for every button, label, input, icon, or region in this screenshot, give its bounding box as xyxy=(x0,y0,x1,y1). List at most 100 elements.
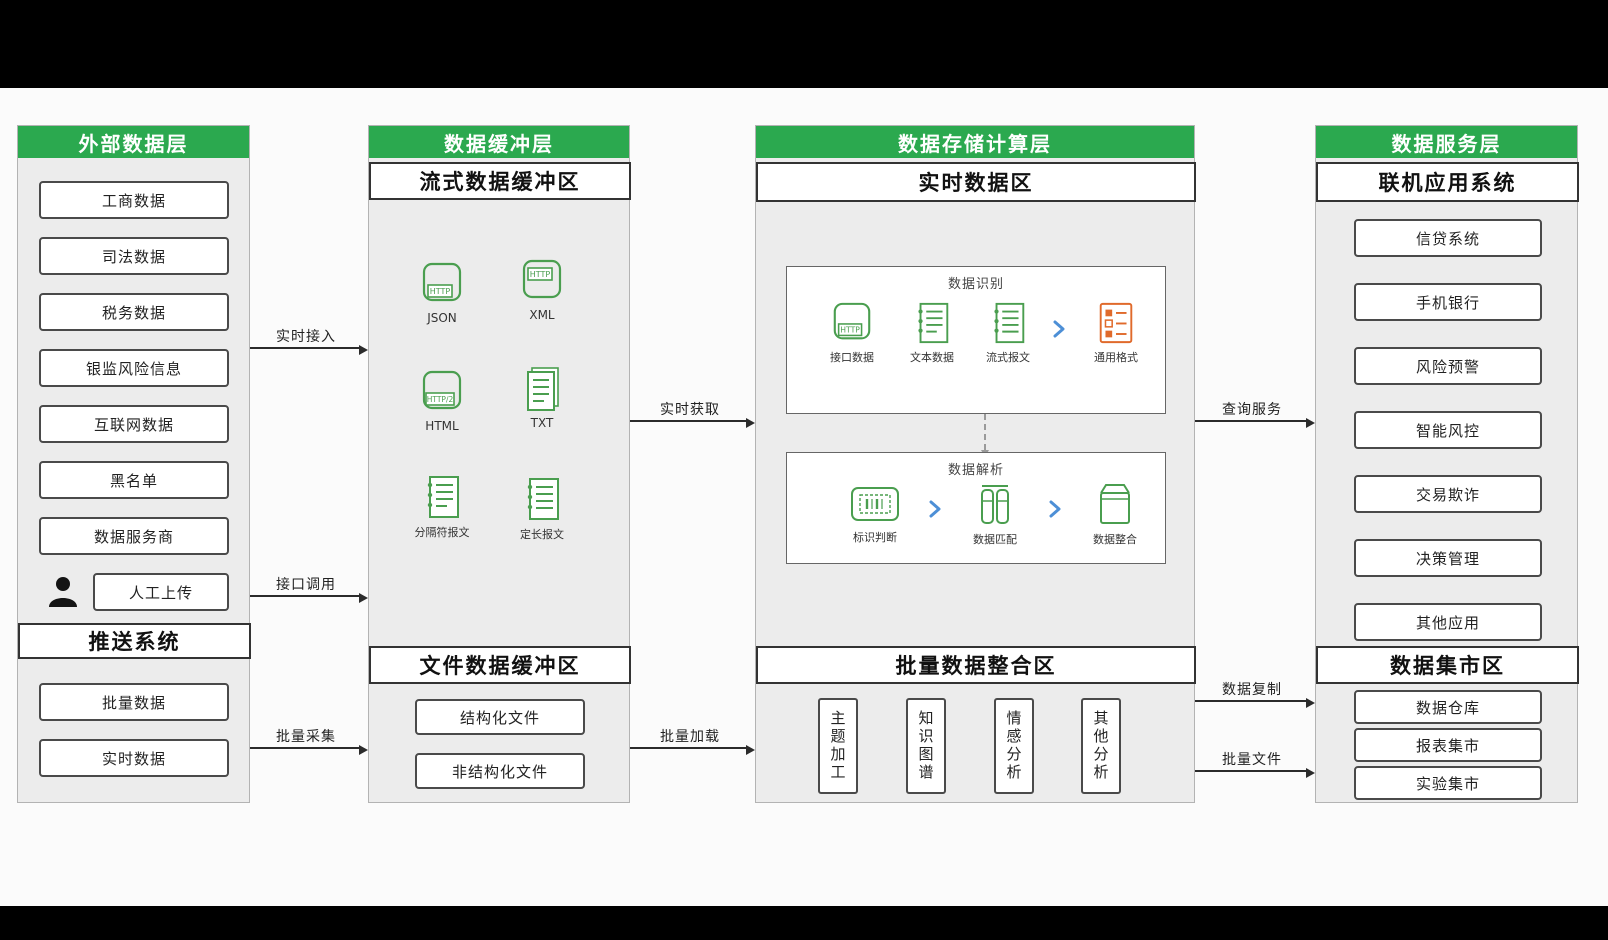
document-icon xyxy=(994,302,1025,344)
document-icon xyxy=(427,476,459,518)
stream-icon-fixed-length: 定长报文 xyxy=(497,476,587,542)
arrow-batch-file xyxy=(1195,768,1315,778)
stream-icon-xml: HTTP XML xyxy=(497,258,587,322)
arrow-query-service xyxy=(1195,418,1315,428)
batch-box-topic-processing: 主题加工 xyxy=(818,698,858,794)
manual-upload-box: 人工上传 xyxy=(93,573,229,611)
external-layer-header: 外部数据层 xyxy=(18,126,249,158)
storage-compute-layer-panel: 数据存储计算层 实时数据区 数据识别 HTTP 接口数据 xyxy=(755,125,1196,803)
recognition-icon-text-data: 文本数据 xyxy=(895,301,969,365)
arrow-label-batch-collect: 批量采集 xyxy=(276,729,336,745)
arrow-label-interface-call: 接口调用 xyxy=(276,577,336,593)
data-buffer-layer-panel: 数据缓冲层 流式数据缓冲区 HTTP JSON HTTP XML xyxy=(368,125,631,803)
buffer-layer-header: 数据缓冲层 xyxy=(369,126,629,158)
arrow-realtime-access xyxy=(250,345,368,355)
arrow-label-realtime-fetch: 实时获取 xyxy=(660,402,720,418)
chevron-right-icon xyxy=(1047,499,1063,523)
storage-layer-header: 数据存储计算层 xyxy=(756,126,1194,158)
http-file-icon: HTTP xyxy=(422,262,462,302)
file-buffer-title-bar: 文件数据缓冲区 xyxy=(369,646,631,684)
stream-icon-label: 分隔符报文 xyxy=(414,526,470,539)
source-box-blacklist: 黑名单 xyxy=(39,461,229,499)
parsing-icon-id-judgment: 标识判断 xyxy=(835,483,915,545)
id-card-icon xyxy=(851,487,899,521)
data-service-layer-panel: 数据服务层 联机应用系统 信贷系统 手机银行 风险预警 智能风控 交易欺诈 决策… xyxy=(1315,125,1579,803)
chevron-right-icon xyxy=(927,499,943,523)
source-box-judicial: 司法数据 xyxy=(39,237,229,275)
arrow-realtime-fetch xyxy=(630,418,755,428)
stream-icon-label: JSON xyxy=(427,311,457,325)
recognition-icon-label: 流式报文 xyxy=(986,351,1030,364)
parsing-icon-data-merge: 数据整合 xyxy=(1075,481,1155,547)
stream-icon-json: HTTP JSON xyxy=(397,261,487,325)
stream-buffer-title-bar: 流式数据缓冲区 xyxy=(369,162,631,200)
person-icon xyxy=(44,573,82,615)
stream-icon-label: 定长报文 xyxy=(520,528,564,541)
stream-icon-html: HTTP/2 HTML xyxy=(397,369,487,433)
app-box-other-apps: 其他应用 xyxy=(1354,603,1542,641)
data-recognition-box: 数据识别 HTTP 接口数据 xyxy=(786,266,1166,414)
container-icon xyxy=(1100,484,1130,524)
push-system-title-bar: 推送系统 xyxy=(18,623,251,659)
http-file-icon: HTTP xyxy=(522,259,562,299)
stream-icon-txt: TXT xyxy=(497,366,587,430)
source-box-internet: 互联网数据 xyxy=(39,405,229,443)
app-box-smart-risk: 智能风控 xyxy=(1354,411,1542,449)
arrow-batch-collect xyxy=(250,745,368,755)
push-box-batch: 批量数据 xyxy=(39,683,229,721)
external-data-layer-panel: 外部数据层 工商数据 司法数据 税务数据 银监风险信息 互联网数据 黑名单 数据… xyxy=(17,125,251,803)
data-recognition-title: 数据识别 xyxy=(947,277,1004,292)
batch-box-other-analysis: 其他分析 xyxy=(1081,698,1121,794)
online-apps-title-bar: 联机应用系统 xyxy=(1316,162,1579,202)
http-file-icon: HTTP xyxy=(833,302,871,340)
letterbox-bottom xyxy=(0,906,1608,940)
data-parsing-title: 数据解析 xyxy=(947,463,1004,478)
recognition-to-parsing-connector xyxy=(981,414,989,457)
document-icon xyxy=(527,367,559,411)
data-mart-title-bar: 数据集市区 xyxy=(1316,646,1579,684)
batch-box-sentiment-analysis: 情感分析 xyxy=(994,698,1034,794)
service-layer-header: 数据服务层 xyxy=(1316,126,1577,158)
recognition-icon-generic-format: 通用格式 xyxy=(1079,301,1153,365)
arrow-label-batch-load: 批量加载 xyxy=(660,729,720,745)
realtime-area-title-bar: 实时数据区 xyxy=(756,162,1196,202)
recognition-icon-api-data: HTTP 接口数据 xyxy=(815,301,889,365)
mart-box-report: 报表集市 xyxy=(1354,728,1542,762)
arrow-label-realtime-access: 实时接入 xyxy=(276,329,336,345)
diagram-stage: 外部数据层 工商数据 司法数据 税务数据 银监风险信息 互联网数据 黑名单 数据… xyxy=(0,88,1608,906)
app-box-credit: 信贷系统 xyxy=(1354,219,1542,257)
source-box-cbrc-risk: 银监风险信息 xyxy=(39,349,229,387)
recognition-icon-label: 文本数据 xyxy=(910,351,954,364)
parsing-icon-label: 数据整合 xyxy=(1093,533,1137,546)
parsing-icon-label: 标识判断 xyxy=(853,531,897,544)
arrow-label-query-service: 查询服务 xyxy=(1222,402,1282,418)
parsing-icon-data-match: 数据匹配 xyxy=(955,481,1035,547)
recognition-icon-label: 接口数据 xyxy=(830,351,874,364)
file-box-structured: 结构化文件 xyxy=(415,699,585,735)
mart-box-experiment: 实验集市 xyxy=(1354,766,1542,800)
arrow-batch-load xyxy=(630,745,755,755)
columns-match-icon xyxy=(981,485,1009,524)
app-box-decision-mgmt: 决策管理 xyxy=(1354,539,1542,577)
stream-icon-label: XML xyxy=(529,308,555,322)
stream-icon-label: TXT xyxy=(530,416,554,430)
svg-text:HTTP: HTTP xyxy=(840,326,860,335)
source-box-provider: 数据服务商 xyxy=(39,517,229,555)
checklist-icon xyxy=(1099,302,1133,344)
arrow-label-batch-file: 批量文件 xyxy=(1222,752,1282,768)
recognition-icon-label: 通用格式 xyxy=(1094,351,1138,364)
svg-text:HTTP: HTTP xyxy=(530,270,551,279)
mart-box-warehouse: 数据仓库 xyxy=(1354,690,1542,724)
document-icon xyxy=(527,478,559,520)
source-box-business: 工商数据 xyxy=(39,181,229,219)
stream-icon-label: HTML xyxy=(425,419,459,433)
letterbox-top xyxy=(0,0,1608,88)
arrow-interface-call xyxy=(250,593,368,603)
parsing-icon-label: 数据匹配 xyxy=(973,533,1017,546)
batch-box-knowledge-graph: 知识图谱 xyxy=(906,698,946,794)
stream-icon-delimited: 分隔符报文 xyxy=(397,474,487,540)
data-parsing-box: 数据解析 标识判断 xyxy=(786,452,1166,564)
app-box-mobile-bank: 手机银行 xyxy=(1354,283,1542,321)
arrow-data-copy xyxy=(1195,698,1315,708)
svg-text:HTTP/2: HTTP/2 xyxy=(427,395,454,404)
